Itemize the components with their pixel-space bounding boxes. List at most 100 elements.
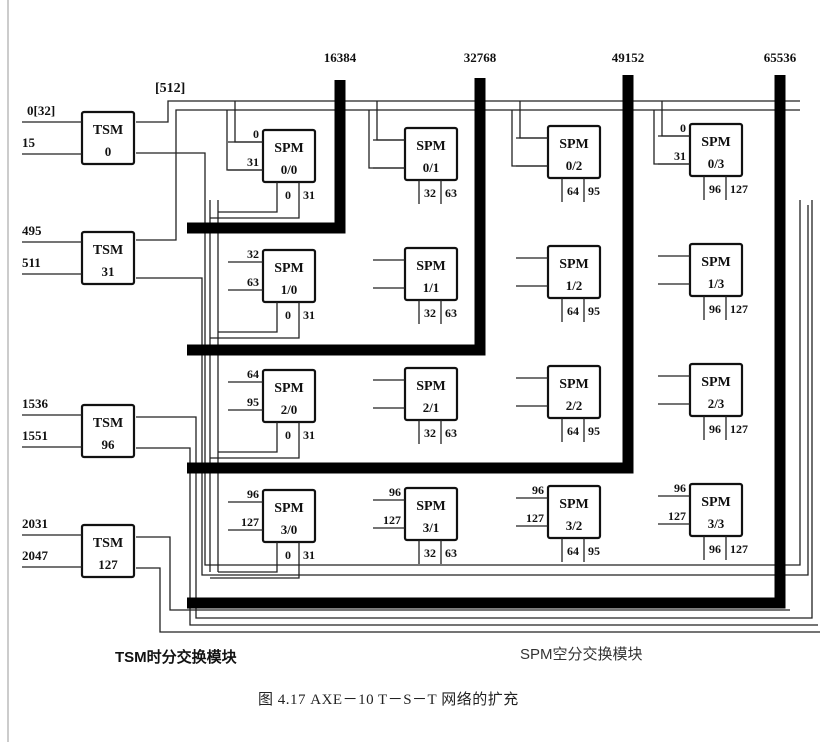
spm-output-label-first: 0	[285, 548, 291, 562]
spm-output-label-second: 127	[730, 542, 748, 556]
tsm-box	[80, 230, 136, 286]
stage-label-4: 65536	[764, 50, 797, 65]
stage-bar-1	[187, 80, 346, 234]
spm-name: SPM	[416, 499, 446, 514]
bus-tap	[653, 110, 690, 165]
spm-output-label-second: 95	[588, 184, 600, 198]
spm-output-label-first: 32	[424, 426, 436, 440]
spm-id: 0/1	[423, 160, 440, 175]
spm-name: SPM	[559, 137, 589, 152]
tsm-box	[80, 523, 136, 579]
spm-input-label-bottom: 127	[526, 511, 544, 525]
spm-id: 1/0	[281, 282, 298, 297]
spm-output-label-second: 127	[730, 302, 748, 316]
return-wire-e	[136, 536, 790, 611]
tsm-module-0: TSM 0	[80, 110, 136, 166]
spm-name: SPM	[701, 495, 731, 510]
spm-input-label-bottom: 127	[241, 515, 259, 529]
spm-input-label-top: 96	[247, 487, 259, 501]
spm-name: SPM	[559, 497, 589, 512]
spm-output-label-first: 96	[709, 302, 721, 316]
return-tap	[210, 566, 300, 579]
bus-label: [512]	[155, 81, 185, 96]
tsm-number: 127	[98, 557, 118, 572]
tsm-name: TSM	[93, 416, 123, 431]
spm-id: 3/0	[281, 522, 298, 537]
spm-box	[688, 242, 744, 298]
spm-module-2-1: SPM 2/1	[403, 366, 459, 422]
spm-input-label-top: 32	[247, 247, 259, 261]
spm-input-label-top: 64	[247, 367, 259, 381]
spm-id: 2/2	[566, 398, 583, 413]
tsm-number: 0	[105, 144, 112, 159]
tsm-box	[80, 110, 136, 166]
return-tap	[218, 206, 278, 213]
spm-box	[688, 122, 744, 178]
bus-tap	[511, 110, 548, 167]
tsm-name: TSM	[93, 536, 123, 551]
spm-output-label-first: 32	[424, 186, 436, 200]
spm-id: 2/1	[423, 400, 440, 415]
spm-box	[403, 486, 459, 542]
spm-box	[403, 126, 459, 182]
spm-output-label-first: 64	[567, 184, 579, 198]
return-wire-c	[136, 200, 813, 619]
spm-name: SPM	[416, 139, 446, 154]
spm-output-label-first: 32	[424, 546, 436, 560]
tsm-input-label-top: 2031	[22, 516, 48, 531]
spm-name: SPM	[416, 379, 446, 394]
tsm-input-label-bottom: 15	[22, 135, 36, 150]
spm-output-label-second: 63	[445, 186, 457, 200]
spm-input-label-bottom: 31	[247, 155, 259, 169]
spm-name: SPM	[701, 135, 731, 150]
spm-output-label-second: 127	[730, 182, 748, 196]
spm-id: 1/1	[423, 280, 440, 295]
spm-box	[261, 488, 317, 544]
bus-wire-second	[136, 109, 800, 241]
spm-input-label-top: 0	[680, 121, 686, 135]
spm-box	[546, 244, 602, 300]
tsm-number: 96	[102, 437, 116, 452]
spm-output-label-second: 31	[303, 548, 315, 562]
tsm-input-label-bottom: 511	[22, 255, 41, 270]
stage-bar-3	[187, 75, 634, 474]
spm-output-label-second: 127	[730, 422, 748, 436]
tsm-name: TSM	[93, 243, 123, 258]
spm-id: 0/2	[566, 158, 583, 173]
return-wire-a	[136, 152, 801, 566]
bus-tap	[376, 101, 405, 141]
spm-box	[688, 482, 744, 538]
stage-label-2: 32768	[464, 50, 497, 65]
spm-name: SPM	[701, 255, 731, 270]
spm-id: 3/2	[566, 518, 583, 533]
spm-id: 3/1	[423, 520, 440, 535]
spm-input-label-top: 0	[253, 127, 259, 141]
spm-box	[688, 362, 744, 418]
tsm-module-96: TSM 96	[80, 403, 136, 459]
spm-output-label-second: 31	[303, 188, 315, 202]
tsm-name: TSM	[93, 123, 123, 138]
return-tap	[210, 326, 300, 339]
bus-tap	[226, 110, 263, 171]
spm-input-label-bottom: 127	[383, 513, 401, 527]
spm-box	[261, 368, 317, 424]
stage-bar-4	[187, 75, 786, 609]
tsm-module-127: TSM 127	[80, 523, 136, 579]
tsm-input-label-top: 495	[22, 223, 42, 238]
spm-box	[546, 364, 602, 420]
bus-tap	[519, 101, 548, 139]
spm-module-0-2: SPM 0/2	[546, 124, 602, 180]
spm-caption: SPM空分交换模块	[520, 646, 643, 663]
spm-box	[546, 484, 602, 540]
stage-label-3: 49152	[612, 50, 645, 65]
spm-output-label-second: 95	[588, 424, 600, 438]
return-tap	[210, 206, 300, 219]
tsm-input-label-top: 0[32]	[27, 103, 55, 118]
